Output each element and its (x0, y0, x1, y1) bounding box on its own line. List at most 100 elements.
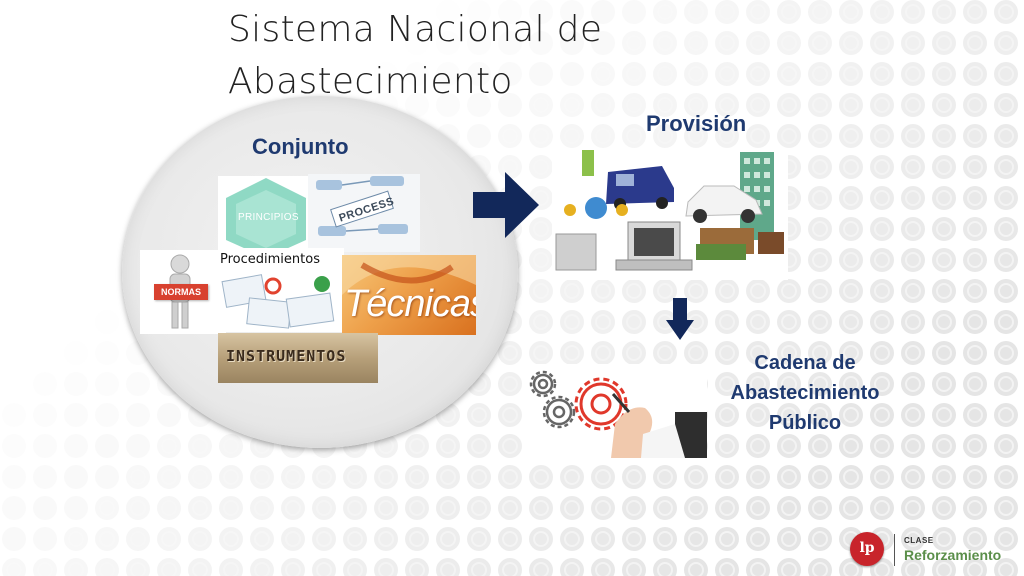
pattern-dot-inner (812, 345, 828, 361)
pattern-dot (932, 403, 956, 427)
pattern-dot (994, 0, 1018, 24)
pattern-dot-inner (688, 345, 704, 361)
pattern-dot-inner (905, 562, 921, 576)
pattern-dot (684, 62, 708, 86)
pattern-dot-inner (161, 531, 177, 547)
pattern-dot (33, 496, 57, 520)
pattern-dot (870, 124, 894, 148)
pattern-dot (963, 93, 987, 117)
pattern-dot (498, 527, 522, 551)
pattern-dot (560, 310, 584, 334)
pattern-dot (715, 527, 739, 551)
lp-logo-icon: lp (850, 532, 884, 566)
pattern-dot-inner (68, 438, 84, 454)
pattern-dot (901, 248, 925, 272)
pattern-dot-inner (502, 128, 518, 144)
pattern-dot (870, 62, 894, 86)
pattern-dot-inner (719, 438, 735, 454)
pattern-dot (250, 527, 274, 551)
pattern-dot-inner (967, 190, 983, 206)
pattern-dot (715, 62, 739, 86)
pattern-dot (188, 434, 212, 458)
pattern-dot-inner (564, 283, 580, 299)
pattern-dot-inner (595, 4, 611, 20)
pattern-dot (436, 527, 460, 551)
pattern-dot (994, 62, 1018, 86)
pattern-dot-inner (471, 66, 487, 82)
pattern-dot-inner (936, 252, 952, 268)
pattern-dot (95, 496, 119, 520)
pattern-dot-inner (874, 438, 890, 454)
pattern-dot (684, 558, 708, 576)
pattern-dot-inner (533, 159, 549, 175)
pattern-dot-inner (595, 283, 611, 299)
pattern-dot-inner (874, 314, 890, 330)
pattern-dot-inner (874, 376, 890, 392)
pattern-dot (498, 465, 522, 489)
pattern-dot (405, 496, 429, 520)
pattern-dot (622, 31, 646, 55)
pattern-dot-inner (967, 221, 983, 237)
pattern-dot (622, 341, 646, 365)
pattern-dot (560, 527, 584, 551)
pattern-dot-inner (688, 66, 704, 82)
pattern-dot-inner (874, 469, 890, 485)
pattern-dot-inner (874, 97, 890, 113)
pattern-dot-inner (905, 4, 921, 20)
pattern-dot (653, 279, 677, 303)
pattern-dot-inner (874, 35, 890, 51)
pattern-dot (963, 527, 987, 551)
pattern-dot-inner (595, 500, 611, 516)
pattern-dot-inner (471, 500, 487, 516)
pattern-dot-inner (750, 562, 766, 576)
pattern-dot (777, 434, 801, 458)
pattern-dot-inner (347, 500, 363, 516)
pattern-dot (932, 341, 956, 365)
pattern-dot (963, 217, 987, 241)
pattern-dot-inner (409, 438, 425, 454)
pattern-dot (498, 62, 522, 86)
pattern-dot (560, 558, 584, 576)
pattern-dot (839, 496, 863, 520)
pattern-dot-inner (440, 407, 456, 423)
pattern-dot (95, 372, 119, 396)
pattern-dot (932, 465, 956, 489)
pattern-dot-inner (595, 531, 611, 547)
pattern-dot-inner (998, 190, 1014, 206)
pattern-dot-inner (812, 500, 828, 516)
pattern-dot-inner (843, 128, 859, 144)
pattern-dot (33, 403, 57, 427)
pattern-dot-inner (657, 4, 673, 20)
pattern-dot-inner (502, 438, 518, 454)
pattern-dot-inner (936, 562, 952, 576)
pattern-dot-inner (719, 314, 735, 330)
pattern-dot-inner (130, 407, 146, 423)
pattern-dot-inner (905, 469, 921, 485)
pattern-dot-inner (626, 314, 642, 330)
pattern-dot (467, 434, 491, 458)
pattern-dot-inner (874, 283, 890, 299)
pattern-dot (932, 31, 956, 55)
pattern-dot (839, 124, 863, 148)
pattern-dot-inner (688, 128, 704, 144)
pattern-dot-inner (843, 221, 859, 237)
pattern-dot (529, 93, 553, 117)
pattern-dot (839, 31, 863, 55)
pattern-dot-inner (130, 469, 146, 485)
swoosh-icon (342, 255, 476, 295)
provision-image (552, 148, 788, 280)
pattern-dot (498, 434, 522, 458)
pattern-dot (343, 527, 367, 551)
pattern-dot (157, 403, 181, 427)
pattern-dot (622, 465, 646, 489)
pattern-dot (95, 434, 119, 458)
pattern-dot (374, 527, 398, 551)
pattern-dot-inner (874, 500, 890, 516)
pattern-dot (932, 155, 956, 179)
pattern-dot-inner (998, 221, 1014, 237)
pattern-dot-inner (502, 562, 518, 576)
pattern-dot-inner (657, 66, 673, 82)
pattern-dot (963, 372, 987, 396)
pattern-dot (95, 310, 119, 334)
pattern-dot-inner (316, 469, 332, 485)
